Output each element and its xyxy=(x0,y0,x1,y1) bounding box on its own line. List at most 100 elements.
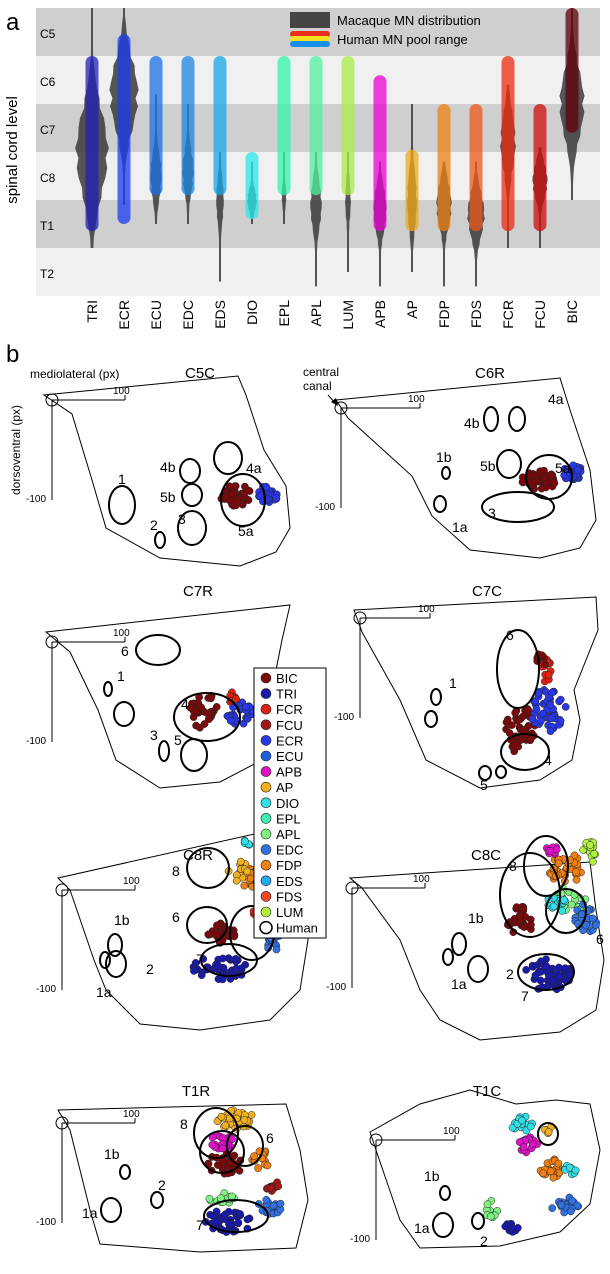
mn-dot-apl xyxy=(483,1200,492,1209)
human-pool xyxy=(481,491,555,523)
pool-label-4a: 4a xyxy=(548,391,564,407)
x-tick-fcr: FCR xyxy=(500,300,516,329)
level-label-c7: C7 xyxy=(40,123,56,137)
scale-label-minus-100: -100 xyxy=(315,502,335,513)
mn-dot-tri xyxy=(191,959,200,967)
legend-macaque-label: Macaque MN distribution xyxy=(337,13,481,28)
legend-label-tri: TRI xyxy=(276,687,297,702)
mn-dot-bic xyxy=(230,932,239,941)
mn-dot-dio xyxy=(241,837,249,846)
mn-dot-fdp xyxy=(254,1164,262,1172)
human-pool xyxy=(430,688,442,706)
mn-dot-bic xyxy=(226,1159,234,1167)
x-tick-fdp: FDP xyxy=(436,300,452,328)
legend-label-bic: BIC xyxy=(276,671,298,686)
pool-label-5: 5 xyxy=(480,777,488,793)
mn-dot-dio xyxy=(560,896,568,904)
x-tick-ecu: ECU xyxy=(148,300,164,330)
mn-dot-fdp xyxy=(554,859,563,868)
human-pool xyxy=(424,710,438,728)
x-tick-ecr: ECR xyxy=(116,300,132,330)
human-pool xyxy=(537,1122,559,1146)
legend-marker-epl xyxy=(260,813,272,824)
pool-label-2: 2 xyxy=(150,517,158,533)
human-pool xyxy=(508,406,526,432)
human-pool xyxy=(173,692,241,742)
human-range-ecr xyxy=(117,34,131,225)
human-pool xyxy=(107,933,123,957)
human-pool xyxy=(545,888,587,934)
human-pool xyxy=(135,634,181,666)
legend-marker-fcr xyxy=(260,703,272,715)
pool-label-4b: 4b xyxy=(160,459,176,475)
human-pool xyxy=(199,1130,245,1174)
human-pool xyxy=(105,950,127,978)
mn-dot-bic xyxy=(196,723,204,732)
pool-label-2: 2 xyxy=(158,1177,166,1193)
mn-dot-bic xyxy=(204,930,213,939)
human-pool xyxy=(496,449,522,479)
human-range-fcu xyxy=(533,104,547,232)
legend-marker-dio xyxy=(260,797,272,809)
x-tick-dio: DIO xyxy=(244,300,260,325)
mn-dot-fdp xyxy=(546,1167,555,1176)
human-pool xyxy=(226,1125,264,1167)
pool-label-7: 7 xyxy=(196,1217,204,1233)
section-outline xyxy=(44,604,291,789)
mn-dot-edc xyxy=(592,921,600,929)
mn-dot-ecr xyxy=(242,702,250,711)
legend-label-lum: LUM xyxy=(276,905,303,920)
mn-dot-bic xyxy=(230,1151,239,1160)
pool-label-5b: 5b xyxy=(480,458,496,474)
mn-dot-tri xyxy=(236,1210,244,1218)
pool-label-1: 1 xyxy=(449,675,457,691)
pool-label-1a: 1a xyxy=(452,519,468,535)
pool-label-1: 1 xyxy=(118,471,126,487)
legend-label-human: Human xyxy=(276,921,318,936)
mn-dot-ecr xyxy=(239,719,248,728)
pool-label-1b: 1b xyxy=(468,910,484,926)
mn-dot-ecr xyxy=(548,688,557,697)
pool-label-1: 1 xyxy=(117,668,125,684)
pool-label-2: 2 xyxy=(146,961,154,977)
mn-dot-apl xyxy=(486,1212,495,1221)
human-pool xyxy=(179,458,201,484)
mn-dot-fdp xyxy=(240,881,249,890)
mn-dot-tri xyxy=(522,966,530,974)
mn-dot-ap xyxy=(217,1112,226,1121)
legend-label-apl: APL xyxy=(276,827,301,842)
mn-dot-fdp xyxy=(246,874,255,883)
mn-dot-dio xyxy=(549,902,558,911)
mn-dot-lum xyxy=(586,841,595,849)
human-pool xyxy=(186,906,228,944)
human-pool xyxy=(186,847,230,889)
mn-dot-ecr xyxy=(547,714,556,723)
human-range-fcr xyxy=(501,56,515,232)
y-axis-label: spinal cord level xyxy=(4,96,21,204)
mn-dot-bic xyxy=(520,923,528,931)
mn-dot-edc xyxy=(588,914,597,923)
scale-label-100: 100 xyxy=(113,386,130,397)
legend-label-fcr: FCR xyxy=(276,702,303,717)
pool-label-2: 2 xyxy=(480,1233,488,1249)
human-pool xyxy=(495,765,507,779)
scale-label-minus-100: -100 xyxy=(350,1234,370,1245)
mn-dot-fcu xyxy=(274,1182,283,1191)
mn-dot-fdp xyxy=(554,1159,563,1168)
scale-label-100: 100 xyxy=(418,604,435,615)
mn-dot-bic xyxy=(195,703,204,711)
mn-dot-dio xyxy=(526,1122,535,1131)
mn-dot-lum xyxy=(590,849,599,858)
human-pool xyxy=(451,932,467,956)
legend-marker-lum xyxy=(260,906,272,918)
scale-label-100: 100 xyxy=(123,1109,140,1120)
scale-label-100: 100 xyxy=(113,628,130,639)
human-pool xyxy=(150,1191,164,1209)
x-tick-edc: EDC xyxy=(180,300,196,330)
mn-dot-ecr xyxy=(537,717,545,725)
human-range-apb xyxy=(373,75,387,232)
legend-label-ap: AP xyxy=(276,780,293,795)
legend-marker-ecr xyxy=(260,735,272,746)
legend-label-dio: DIO xyxy=(276,796,299,811)
